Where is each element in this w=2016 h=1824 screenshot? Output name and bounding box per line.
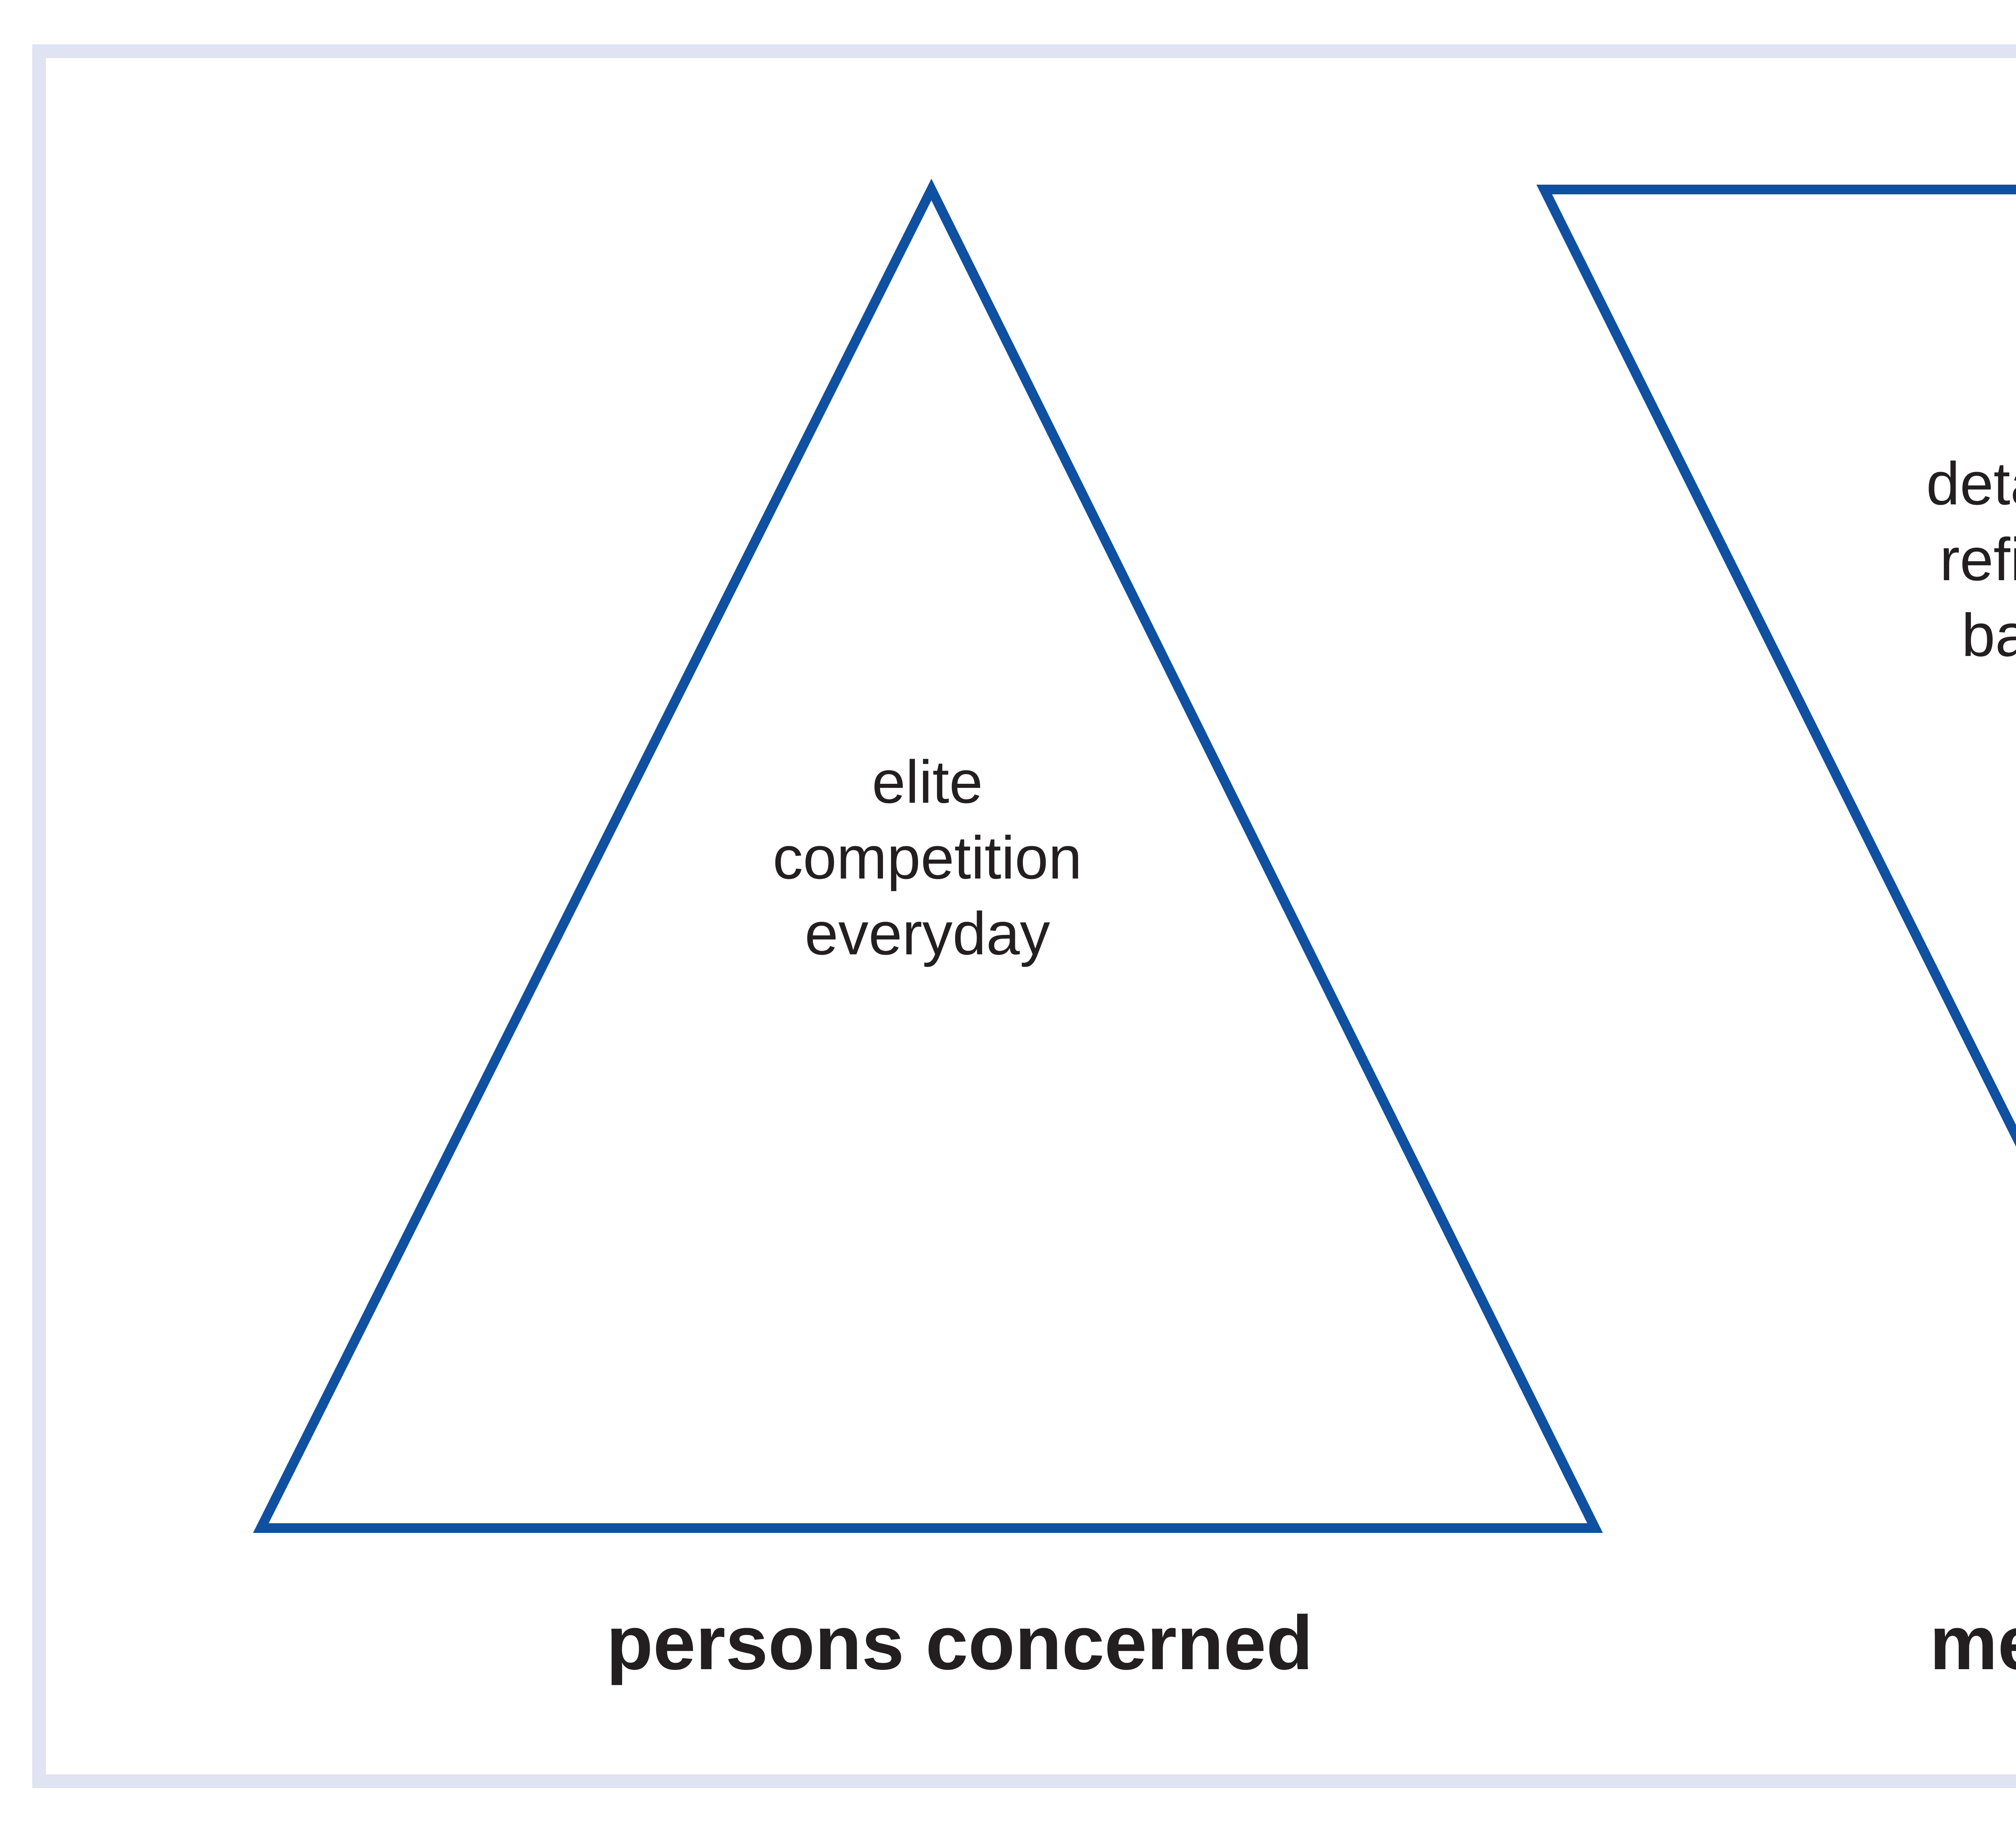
downward-triangle-outline [1536,185,2016,1147]
downward-triangle-word-3: basic [1961,601,2016,669]
downward-triangle-word-1: detailed [1926,450,2016,517]
upward-triangle-caption: persons concerned [606,1600,1313,1686]
downward-triangle-word-2: refined [1939,525,2016,593]
upward-triangle-word-2: competition [773,824,1082,891]
upward-triangle-outline [253,179,1603,1533]
downward-triangle-word-stack: detailed refined basic [1564,446,2016,673]
upward-triangle-word-3: everyday [804,900,1050,967]
upward-triangle-word-1: elite [872,748,983,816]
upward-triangle-word-stack: elite competition everyday [456,744,1399,971]
downward-triangle-caption: methodology used [1929,1600,2016,1686]
figure-frame-border [32,44,2016,1788]
